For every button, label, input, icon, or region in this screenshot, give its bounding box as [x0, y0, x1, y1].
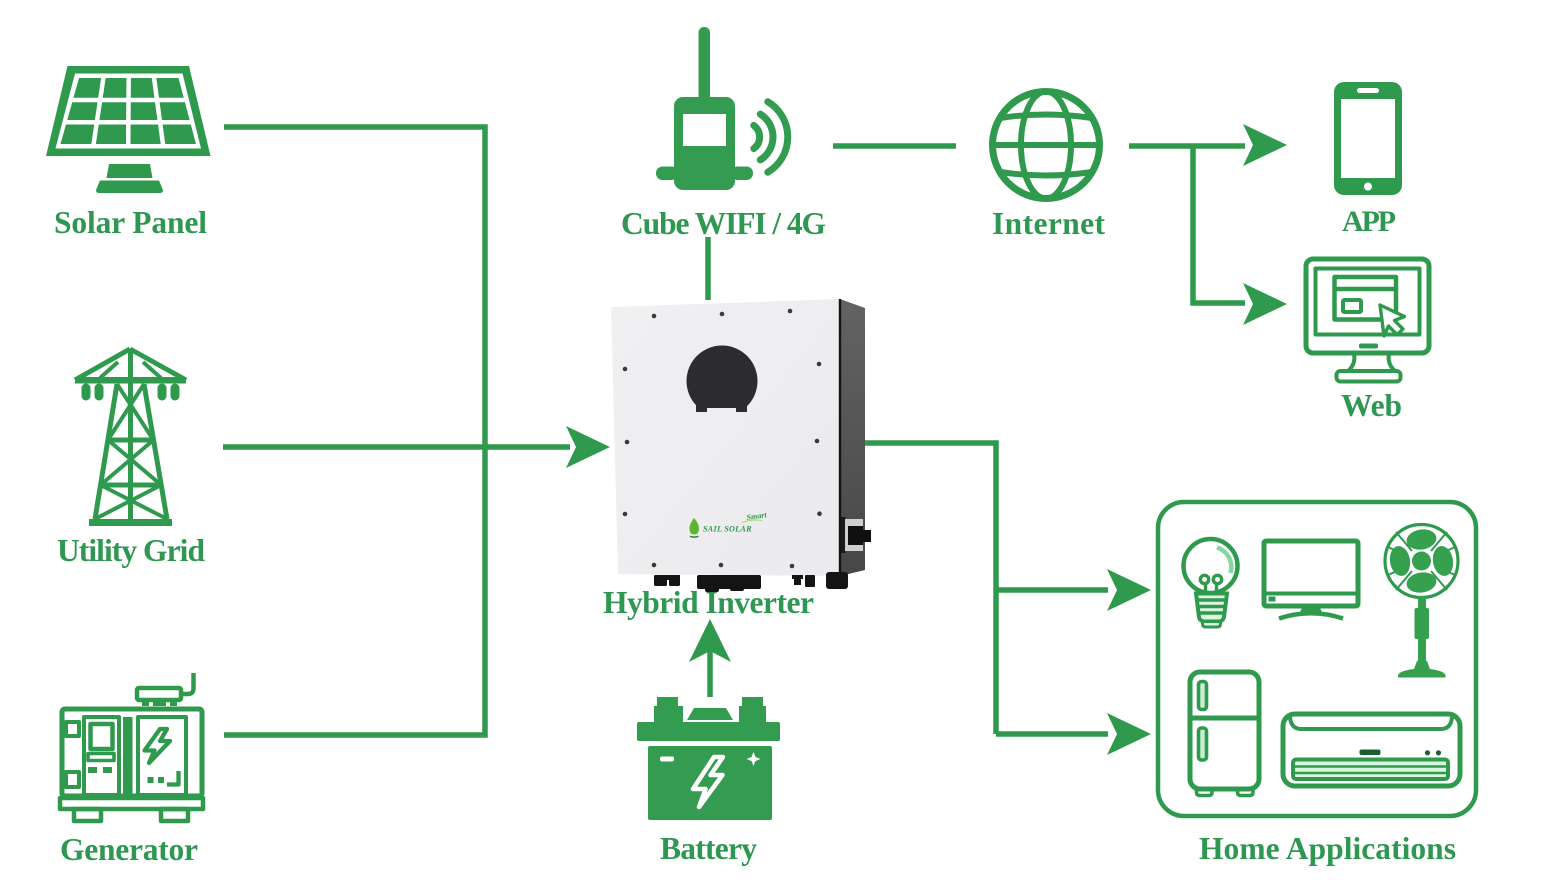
- svg-text:Home Applications: Home Applications: [1199, 831, 1456, 866]
- svg-text:Battery: Battery: [660, 831, 757, 866]
- svg-text:Smart: Smart: [746, 510, 768, 522]
- svg-text:Cube WIFI / 4G: Cube WIFI / 4G: [621, 206, 826, 241]
- svg-text:Internet: Internet: [992, 206, 1106, 241]
- svg-text:APP: APP: [1342, 205, 1396, 238]
- svg-text:Web: Web: [1341, 388, 1402, 423]
- svg-text:Utility Grid: Utility Grid: [57, 533, 205, 568]
- svg-text:Solar Panel: Solar Panel: [54, 205, 207, 240]
- svg-text:SAIL SOLAR: SAIL SOLAR: [703, 525, 752, 534]
- svg-text:Hybrid Inverter: Hybrid Inverter: [603, 585, 814, 620]
- svg-text:Generator: Generator: [60, 832, 198, 867]
